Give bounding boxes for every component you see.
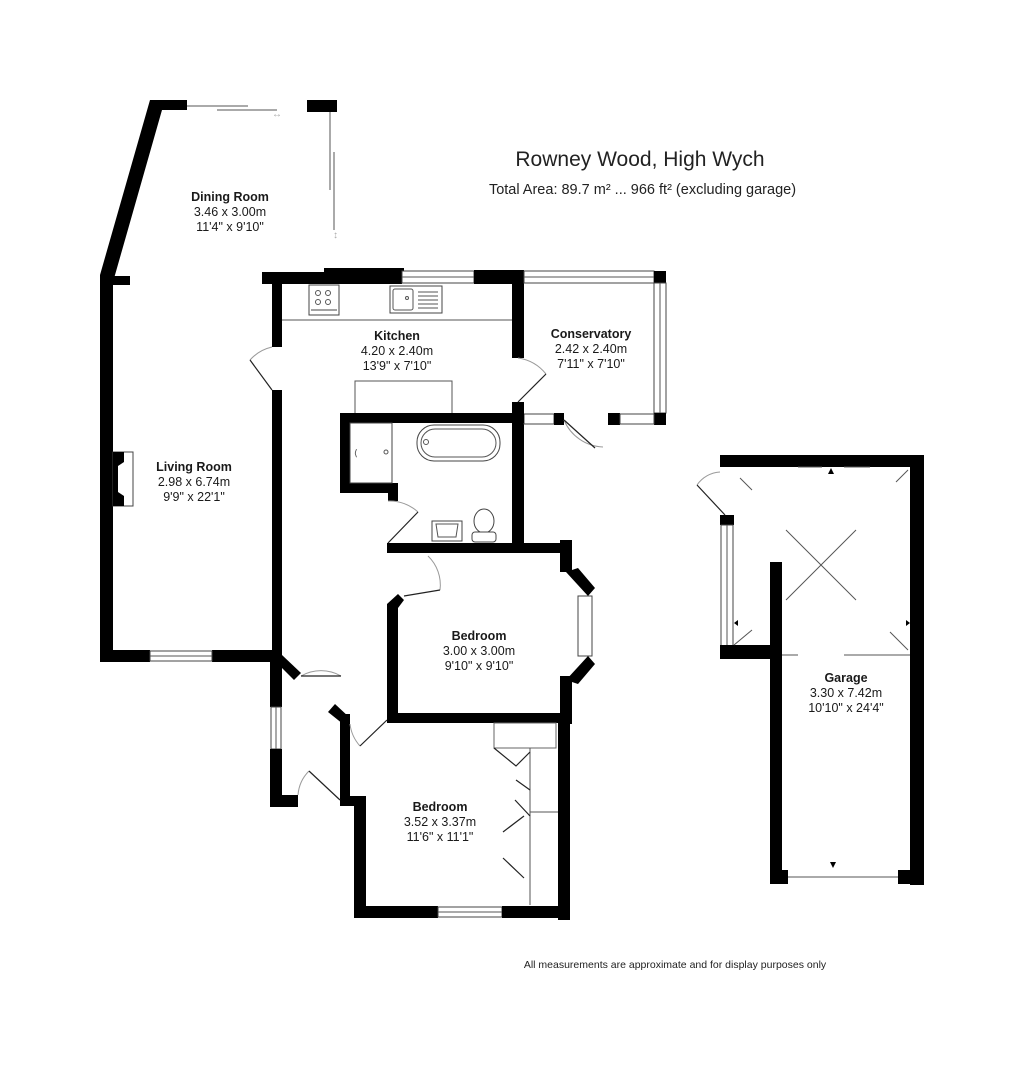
room-imperial: 10'10" x 24'4" (808, 701, 884, 715)
sliding-door-arrow-icon: ↔ (272, 109, 282, 120)
room-name: Living Room (156, 460, 232, 474)
bath-icon (416, 424, 501, 462)
garage-door-arrow-icon (906, 620, 910, 626)
room-metric: 3.52 x 3.37m (403, 815, 477, 829)
sliding-door-arrow-icon: ↕ (333, 230, 338, 241)
room-metric: 3.46 x 3.00m (193, 205, 267, 219)
room-metric: 3.00 x 3.00m (442, 644, 516, 658)
svg-text:⟨: ⟨ (354, 448, 358, 458)
sink-icon (389, 285, 443, 314)
garage-door-arrow-icon (734, 620, 738, 626)
room-metric: 4.20 x 2.40m (360, 344, 434, 358)
room-name: Conservatory (550, 327, 632, 341)
basin-icon (431, 520, 463, 542)
room-imperial: 9'10" x 9'10" (444, 659, 514, 673)
room-dining: Dining Room 3.46 x 3.00m 11'4" x 9'10" (150, 190, 310, 235)
garage-door-arrow-icon (828, 468, 834, 474)
room-bedroom-1: Bedroom 3.00 x 3.00m 9'10" x 9'10" (399, 629, 559, 674)
room-bedroom-2: Bedroom 3.52 x 3.37m 11'6" x 11'1" (360, 800, 520, 845)
property-title: Rowney Wood, High Wych (515, 148, 765, 171)
room-imperial: 13'9" x 7'10" (362, 359, 432, 373)
room-garage: Garage 3.30 x 7.42m 10'10" x 24'4" (766, 671, 926, 716)
room-imperial: 11'4" x 9'10" (196, 220, 264, 234)
room-imperial: 11'6" x 11'1" (406, 830, 474, 844)
room-metric: 2.98 x 6.74m (157, 475, 231, 489)
room-living: Living Room 2.98 x 6.74m 9'9" x 22'1" (114, 460, 274, 505)
doors (249, 346, 726, 801)
total-area: Total Area: 89.7 m² ... 966 ft² (excludi… (488, 182, 797, 198)
walls (100, 100, 924, 920)
room-metric: 3.30 x 7.42m (809, 686, 883, 700)
hob-icon (308, 284, 340, 316)
garage-door-arrow-icon (830, 862, 836, 868)
garage-door-track (733, 466, 910, 868)
room-metric: 2.42 x 2.40m (554, 342, 628, 356)
room-name: Dining Room (191, 190, 269, 204)
room-imperial: 9'9" x 22'1" (163, 490, 225, 504)
room-name: Bedroom (451, 629, 507, 643)
room-kitchen: Kitchen 4.20 x 2.40m 13'9" x 7'10" (317, 329, 477, 374)
room-name: Kitchen (374, 329, 420, 343)
toilet-icon (471, 508, 497, 543)
sliding-door: ↔ ↕ (187, 105, 338, 241)
room-name: Bedroom (412, 800, 468, 814)
room-imperial: 7'11" x 7'10" (557, 357, 625, 371)
wardrobe (493, 722, 558, 905)
room-conservatory: Conservatory 2.42 x 2.40m 7'11" x 7'10" (511, 327, 671, 372)
disclaimer: All measurements are approximate and for… (523, 959, 827, 971)
room-name: Garage (824, 671, 868, 685)
shower-icon: ⟨ (349, 422, 393, 484)
fireplace-icon (112, 451, 134, 507)
